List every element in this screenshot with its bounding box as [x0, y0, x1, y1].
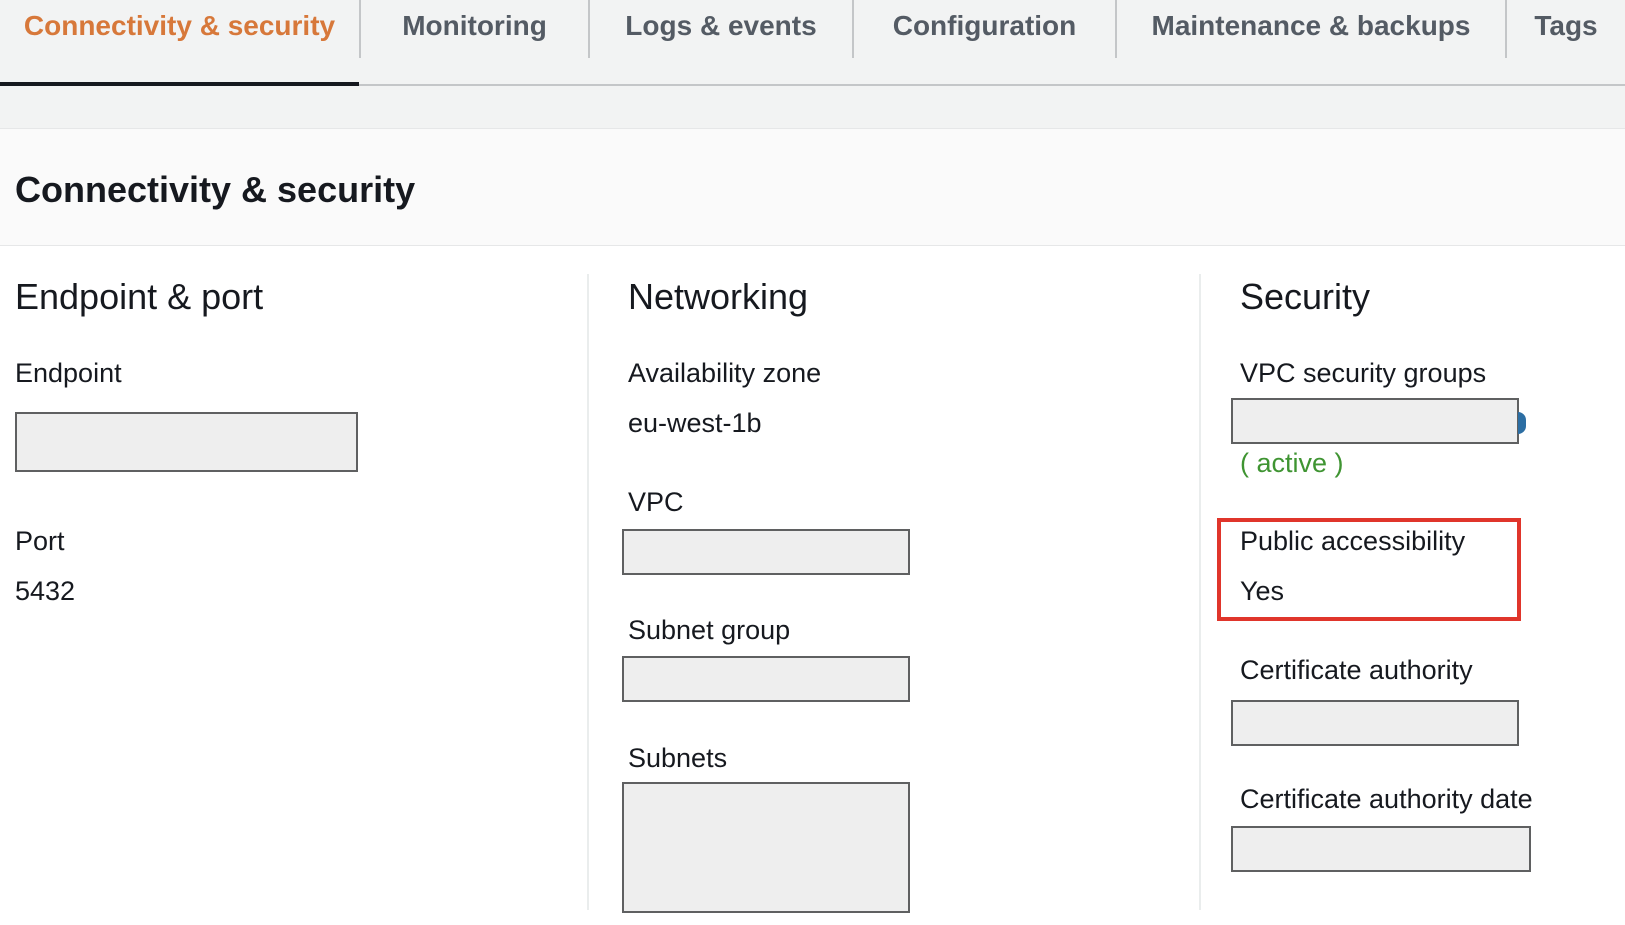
certificate-authority-date-value-redacted — [1231, 826, 1531, 872]
port-value: 5432 — [15, 576, 76, 606]
certificate-authority-value-redacted[interactable] — [1231, 700, 1519, 746]
certificate-authority-label: Certificate authority — [1240, 655, 1473, 685]
link-fragment-icon — [1518, 412, 1526, 434]
tab-monitoring[interactable]: Monitoring — [402, 10, 547, 41]
public-accessibility-highlight — [1217, 518, 1521, 621]
column-divider — [587, 274, 589, 910]
column-divider — [1199, 274, 1201, 910]
vpc-security-groups-label: VPC security groups — [1240, 358, 1487, 388]
certificate-authority-date-label: Certificate authority date — [1240, 784, 1533, 814]
tab-separator — [1115, 0, 1117, 58]
public-accessibility-label: Public accessibility — [1240, 526, 1466, 556]
tab-bar: Connectivity & security Monitoring Logs … — [0, 0, 1625, 86]
vpc-label: VPC — [628, 487, 684, 517]
tab-separator — [852, 0, 854, 58]
port-label: Port — [15, 526, 65, 556]
panel-header: Connectivity & security — [0, 128, 1625, 246]
section-title-security: Security — [1240, 276, 1371, 317]
endpoint-label: Endpoint — [15, 358, 122, 388]
tab-tags[interactable]: Tags — [1534, 10, 1598, 41]
availability-zone-label: Availability zone — [628, 358, 822, 388]
tab-logs-events[interactable]: Logs & events — [625, 10, 817, 41]
tab-separator — [1505, 0, 1507, 58]
section-title-networking: Networking — [628, 276, 809, 317]
tab-separator — [588, 0, 590, 58]
subnet-group-label: Subnet group — [628, 615, 791, 645]
tab-connectivity-security[interactable]: Connectivity & security — [0, 0, 359, 86]
panel-title: Connectivity & security — [15, 169, 416, 210]
subnet-group-value-redacted[interactable] — [622, 656, 910, 702]
tab-separator — [359, 0, 361, 58]
security-group-status: ( active ) — [1240, 448, 1344, 478]
tab-content-gap — [0, 86, 1625, 128]
vpc-value-redacted[interactable] — [622, 529, 910, 575]
vpc-security-group-link-redacted[interactable] — [1231, 398, 1519, 444]
section-title-endpoint-port: Endpoint & port — [15, 276, 264, 317]
public-accessibility-value: Yes — [1240, 576, 1285, 606]
availability-zone-value: eu-west-1b — [628, 408, 762, 438]
subnets-label: Subnets — [628, 743, 728, 773]
tab-configuration[interactable]: Configuration — [892, 10, 1077, 41]
subnets-value-redacted[interactable] — [622, 782, 910, 913]
endpoint-value-redacted[interactable] — [15, 412, 358, 472]
tab-maintenance-backups[interactable]: Maintenance & backups — [1151, 10, 1471, 41]
